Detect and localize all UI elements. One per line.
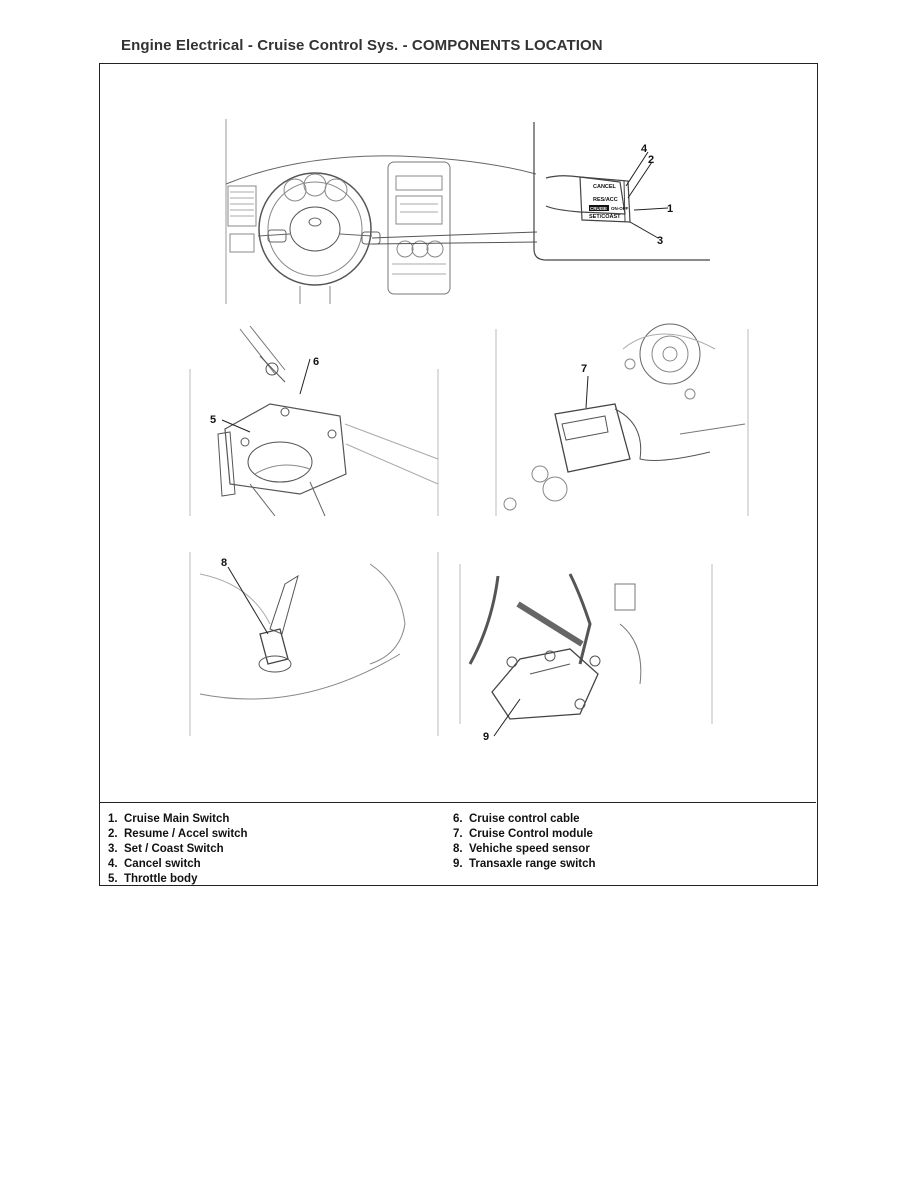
switch-label-cruise: CRUISE [590, 206, 607, 211]
legend-item: 5.Throttle body [108, 873, 198, 885]
switch-label-cancel: CANCEL [593, 184, 617, 190]
components-frame: CANCEL RES/ACC CRUISE ON-OFF SET/COAST 4… [99, 63, 818, 886]
legend-item: 2.Resume / Accel switch [108, 828, 248, 840]
switch-label-set-coast: SET/COAST [589, 214, 621, 220]
switch-label-on-off: ON-OFF [611, 206, 628, 211]
dashboard-illustration [225, 119, 538, 304]
switch-label-res-acc: RES/ACC [593, 197, 618, 203]
legend-item: 4.Cancel switch [108, 858, 201, 870]
callout-4: 4 [641, 143, 648, 155]
callout-3: 3 [657, 235, 663, 247]
speed-sensor-illustration [189, 552, 439, 736]
callout-8: 8 [221, 557, 227, 569]
legend-column-right: 6.Cruise control cable 7.Cruise Control … [453, 812, 596, 872]
callout-7: 7 [581, 363, 587, 375]
callout-6: 6 [313, 356, 319, 368]
throttle-body-illustration [189, 325, 439, 517]
callout-9: 9 [483, 731, 489, 743]
legend-item: 3.Set / Coast Switch [108, 843, 224, 855]
callout-2: 2 [648, 154, 654, 166]
legend-item: 1.Cruise Main Switch [108, 813, 230, 825]
legend-item: 6.Cruise control cable [453, 813, 580, 825]
legend-item: 8.Vehiche speed sensor [453, 843, 590, 855]
page-title: Engine Electrical - Cruise Control Sys. … [121, 37, 603, 54]
transaxle-switch-illustration [459, 564, 713, 737]
legend-divider [100, 802, 816, 803]
legend-item: 9.Transaxle range switch [453, 858, 596, 870]
callout-5: 5 [210, 414, 216, 426]
components-legend: 1.Cruise Main Switch 2.Resume / Accel sw… [100, 812, 816, 887]
legend-column-left: 1.Cruise Main Switch 2.Resume / Accel sw… [108, 812, 248, 887]
switch-detail-inset [533, 122, 710, 261]
legend-item: 7.Cruise Control module [453, 828, 593, 840]
component-illustrations: CANCEL RES/ACC CRUISE ON-OFF SET/COAST 4… [189, 119, 749, 743]
control-module-illustration [495, 323, 749, 516]
callout-1: 1 [667, 203, 673, 215]
